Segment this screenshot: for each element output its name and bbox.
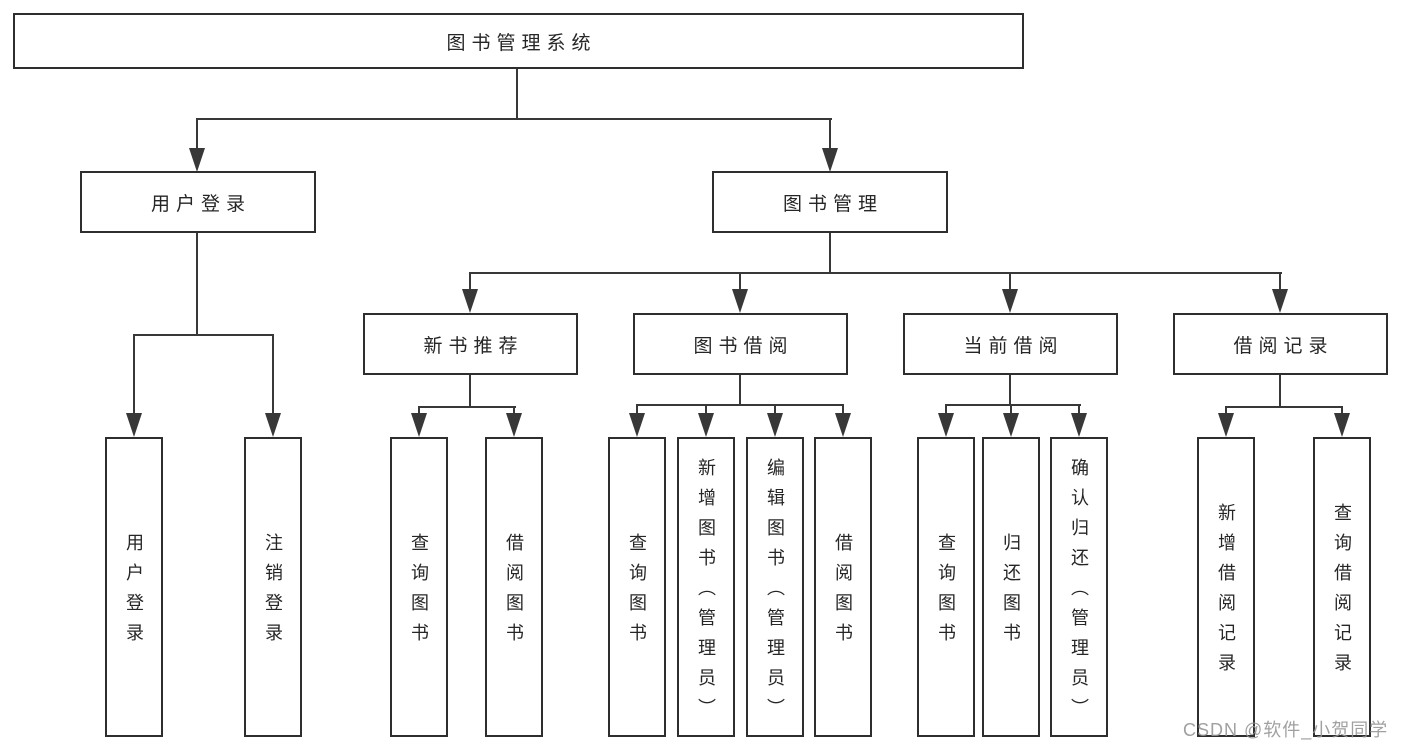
connector-to-confirm-return: [1078, 404, 1080, 418]
node-confirm-return-admin: 确认归还（管理员）: [1050, 437, 1108, 737]
connector-to-borrow-records: [1279, 272, 1281, 294]
node-label: 新增借阅记录: [1216, 503, 1236, 683]
node-add-borrow-record: 新增借阅记录: [1197, 437, 1255, 737]
node-return-books: 归还图书: [982, 437, 1040, 737]
connector-to-query-books-c: [945, 404, 947, 418]
node-label: 编辑图书（管理员）: [765, 458, 785, 728]
arrowhead-confirm-return: [1071, 413, 1087, 437]
connector-to-borrow-books-a: [513, 406, 515, 418]
node-query-books-current: 查询图书: [917, 437, 975, 737]
node-book-management: 图书管理: [712, 171, 948, 233]
connector-to-add-books: [705, 404, 707, 418]
node-label: 借阅记录: [1233, 335, 1334, 357]
node-label: 新增图书（管理员）: [696, 458, 716, 728]
node-book-borrowing: 图书借阅: [633, 313, 848, 375]
arrowhead-return-books: [1003, 413, 1019, 437]
arrowhead-query-books-b: [629, 413, 645, 437]
node-label: 查询图书: [409, 533, 429, 653]
node-label: 注销登录: [263, 533, 283, 653]
arrowhead-query-books-c: [938, 413, 954, 437]
csdn-watermark: CSDN @软件_小贺同学: [1183, 720, 1389, 740]
connector-current-borrow-hline: [945, 404, 1081, 406]
connector-new-book-rec-stem: [469, 375, 471, 408]
connector-borrow-records-hline: [1225, 406, 1343, 408]
connector-to-query-borrow-record: [1341, 406, 1343, 418]
connector-to-borrow-books-b: [842, 404, 844, 418]
node-borrow-books-rec: 借阅图书: [485, 437, 543, 737]
connector-to-user-login-leaf: [133, 334, 135, 418]
connector-to-book-borrow: [739, 272, 741, 294]
node-add-books-admin: 新增图书（管理员）: [677, 437, 735, 737]
arrowhead-logout: [265, 413, 281, 437]
node-label: 用户登录: [124, 533, 144, 653]
node-label: 确认归还（管理员）: [1069, 458, 1089, 728]
node-query-books-rec: 查询图书: [390, 437, 448, 737]
connector-user-login-stem: [196, 233, 198, 335]
connector-to-return-books: [1010, 404, 1012, 418]
node-user-login: 用户登录: [80, 171, 316, 233]
arrowhead-add-books: [698, 413, 714, 437]
node-label: 当前借阅: [963, 335, 1064, 357]
connector-book-management-hline: [469, 272, 1282, 274]
connector-to-query-books-b: [636, 404, 638, 418]
connector-current-borrow-stem: [1009, 375, 1011, 406]
node-current-borrowing: 当前借阅: [903, 313, 1118, 375]
connector-book-borrow-stem: [739, 375, 741, 406]
node-query-borrow-record: 查询借阅记录: [1313, 437, 1371, 737]
connector-to-book-management: [829, 118, 831, 152]
arrowhead-query-borrow-record: [1334, 413, 1350, 437]
arrowhead-borrow-books-b: [835, 413, 851, 437]
arrowhead-user-login: [189, 148, 205, 172]
connector-to-query-books-a: [418, 406, 420, 418]
connector-book-borrow-hline: [636, 404, 844, 406]
node-borrow-books-borrow: 借阅图书: [814, 437, 872, 737]
node-logout: 注销登录: [244, 437, 302, 737]
node-label: 查询借阅记录: [1332, 503, 1352, 683]
connector-root-stem: [516, 69, 518, 120]
arrowhead-borrow-records: [1272, 289, 1288, 313]
node-label: 归还图书: [1001, 533, 1021, 653]
node-label: 图书借阅: [693, 335, 794, 357]
node-label: 图书管理系统: [446, 32, 597, 54]
node-label: 图书管理: [782, 193, 883, 215]
arrowhead-add-borrow-record: [1218, 413, 1234, 437]
node-user-login-leaf: 用户登录: [105, 437, 163, 737]
arrowhead-current-borrow: [1002, 289, 1018, 313]
node-label: 查询图书: [627, 533, 647, 653]
connector-to-current-borrow: [1009, 272, 1011, 294]
arrowhead-user-login-leaf: [126, 413, 142, 437]
node-borrowing-records: 借阅记录: [1173, 313, 1388, 375]
connector-root-hline: [196, 118, 832, 120]
node-new-book-recommendation: 新书推荐: [363, 313, 578, 375]
arrowhead-book-borrow: [732, 289, 748, 313]
arrowhead-book-management: [822, 148, 838, 172]
node-label: 借阅图书: [833, 533, 853, 653]
node-label: 用户登录: [150, 193, 251, 215]
connector-to-edit-books: [774, 404, 776, 418]
arrowhead-new-book-rec: [462, 289, 478, 313]
node-label: 查询图书: [936, 533, 956, 653]
connector-to-new-book-rec: [469, 272, 471, 294]
connector-borrow-records-stem: [1279, 375, 1281, 408]
node-label: 新书推荐: [423, 335, 524, 357]
arrowhead-query-books-a: [411, 413, 427, 437]
connector-new-book-rec-hline: [418, 406, 516, 408]
node-edit-books-admin: 编辑图书（管理员）: [746, 437, 804, 737]
connector-to-logout: [272, 334, 274, 418]
connector-to-user-login: [196, 118, 198, 152]
connector-to-add-borrow-record: [1225, 406, 1227, 418]
node-library-management-system: 图书管理系统: [13, 13, 1024, 69]
connector-user-login-hline: [133, 334, 274, 336]
node-query-books-borrow: 查询图书: [608, 437, 666, 737]
connector-book-management-stem: [829, 233, 831, 274]
node-label: 借阅图书: [504, 533, 524, 653]
arrowhead-borrow-books-a: [506, 413, 522, 437]
arrowhead-edit-books: [767, 413, 783, 437]
